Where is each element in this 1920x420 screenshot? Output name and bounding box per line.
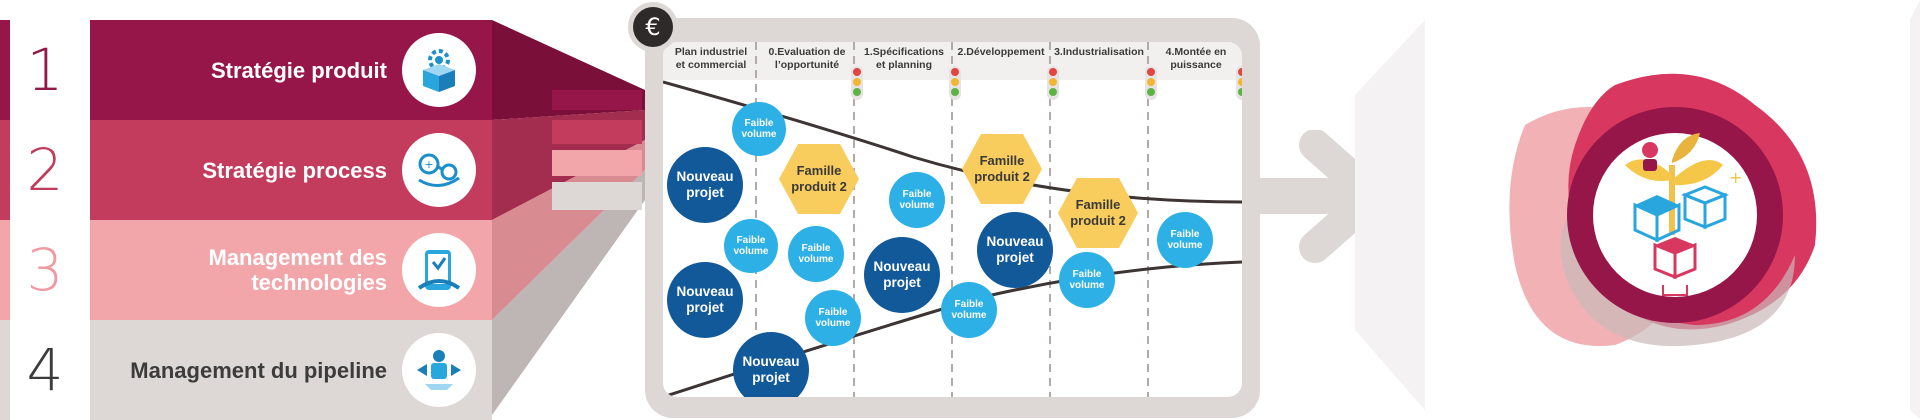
product-family-hexagon: Famille produit 2 — [778, 142, 860, 216]
low-volume-circle: Faible volume — [724, 219, 778, 273]
stage-label: 1.Spécifications et planning — [864, 46, 944, 71]
gate-traffic-light — [949, 66, 961, 100]
stage-label: 3.Industrialisation — [1054, 46, 1144, 58]
gate-traffic-light — [1145, 66, 1157, 100]
stage-label: 2.Développement — [957, 46, 1045, 58]
gate-traffic-light — [851, 66, 863, 100]
low-volume-circle: Faible volume — [1157, 212, 1213, 268]
new-project-circle: Nouveau projet — [667, 262, 743, 338]
low-volume-circle: Faible volume — [1059, 252, 1115, 308]
row-number-cell: 1 — [0, 20, 90, 120]
innovation-blob-icon: + — [1509, 73, 1817, 347]
row-number: 3 — [26, 236, 64, 304]
new-project-circle: Nouveau projet — [977, 212, 1053, 288]
row-band-product-strategy: Stratégie produit — [90, 20, 492, 120]
hexagon-label: Famille produit 2 — [1070, 197, 1126, 228]
new-project-circle: Nouveau projet — [864, 237, 940, 313]
low-volume-circle: Faible volume — [788, 226, 844, 282]
left-edge-strip — [0, 20, 10, 420]
band-3d-sides — [492, 20, 645, 415]
row-number: 4 — [26, 336, 64, 404]
row-number: 2 — [26, 136, 64, 204]
euro-icon: € — [628, 2, 678, 52]
pipeline-board: Plan industriel et commercial 0.Evaluati… — [663, 42, 1242, 397]
tablet-hand-icon — [402, 233, 476, 307]
svg-text:+: + — [424, 158, 433, 171]
new-project-circle: Nouveau projet — [733, 332, 809, 397]
row-band-pipeline-management: Management du pipeline — [90, 320, 492, 420]
product-family-hexagon: Famille produit 2 — [961, 132, 1043, 206]
row-band-process-strategy: Stratégie process + — [90, 120, 492, 220]
hexagon-label: Famille produit 2 — [974, 153, 1030, 184]
svg-text:+: + — [1729, 168, 1742, 187]
stage-label: 0.Evaluation de l’opportunité — [768, 46, 846, 71]
person-arrows-icon — [402, 333, 476, 407]
stage-label: 4.Montée en puissance — [1165, 46, 1227, 71]
stage-label: Plan industriel et commercial — [674, 46, 748, 71]
gate-traffic-light — [1236, 66, 1242, 100]
row-label: Stratégie produit — [210, 57, 387, 83]
process-nodes-icon: + — [402, 133, 476, 207]
row-number-cell: 4 — [0, 320, 90, 420]
low-volume-circle: Faible volume — [805, 290, 861, 346]
row-number-cell: 3 — [0, 220, 90, 320]
low-volume-circle: Faible volume — [941, 282, 997, 338]
row-number: 1 — [26, 36, 64, 104]
gate-traffic-light — [1047, 66, 1059, 100]
row-label: Management du pipeline — [130, 357, 387, 383]
hexagon-label: Famille produit 2 — [791, 163, 847, 194]
product-family-hexagon: Famille produit 2 — [1057, 176, 1139, 250]
row-label: Management des technologies — [208, 245, 388, 295]
new-project-circle: Nouveau projet — [667, 147, 743, 223]
low-volume-circle: Faible volume — [889, 172, 945, 228]
low-volume-circle: Faible volume — [732, 102, 786, 156]
row-label: Stratégie process — [202, 157, 387, 183]
row-band-technology-management: Management des technologies — [90, 220, 492, 320]
box-gear-icon — [402, 33, 476, 107]
row-number-cell: 2 — [0, 120, 90, 220]
